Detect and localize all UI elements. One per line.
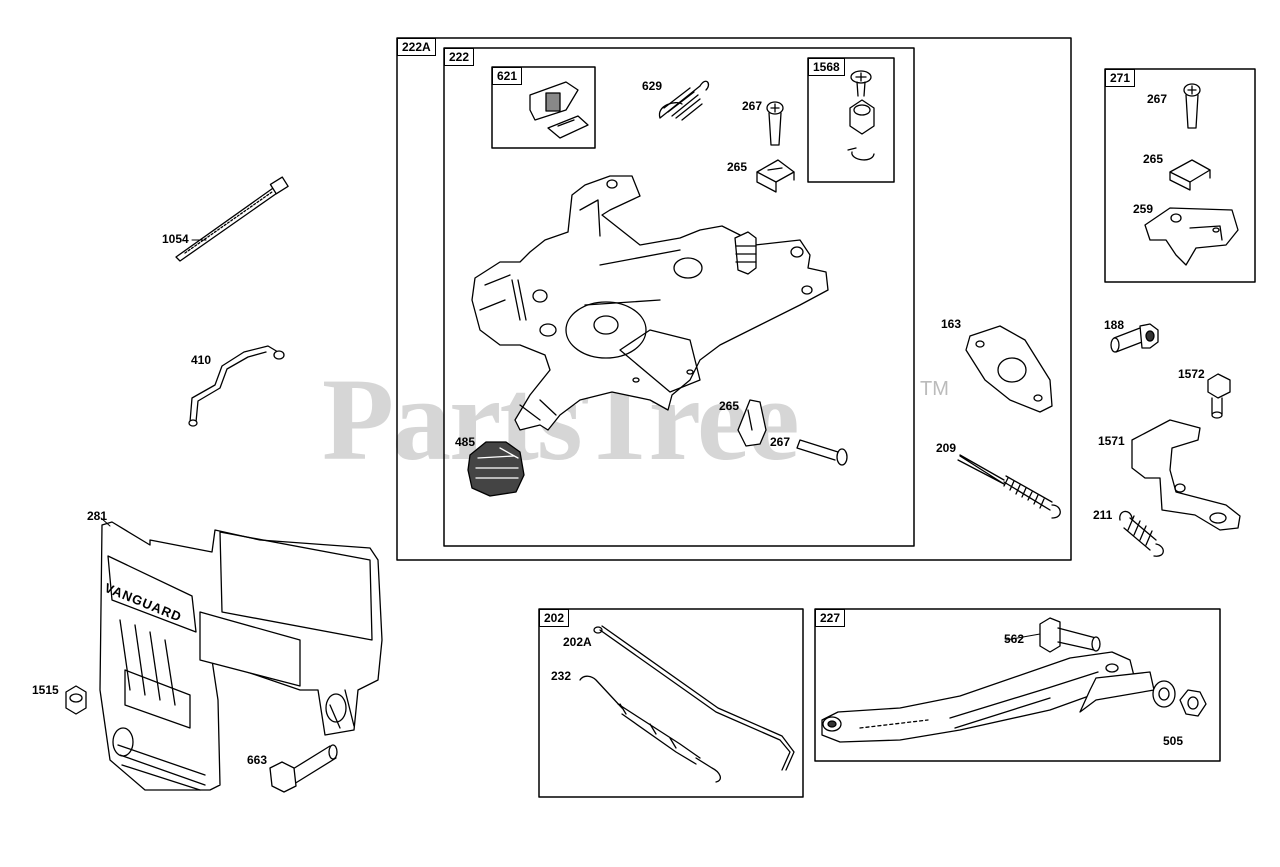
- part-label-1571[interactable]: 1571: [1098, 434, 1125, 448]
- screw-part[interactable]: [1183, 83, 1201, 129]
- pin-part[interactable]: [1039, 617, 1101, 653]
- part-label-1054[interactable]: 1054: [162, 232, 189, 246]
- nut-part[interactable]: [1179, 689, 1207, 717]
- retainer-part[interactable]: [737, 399, 767, 447]
- group-label-202[interactable]: 202: [539, 609, 570, 627]
- group-label-1568[interactable]: 1568: [808, 58, 845, 76]
- nut-part[interactable]: [65, 685, 87, 715]
- part-label-267[interactable]: 267: [1147, 92, 1168, 106]
- part-label-265[interactable]: 265: [719, 399, 740, 413]
- part-label-202A[interactable]: 202A: [563, 635, 592, 649]
- bolt-part[interactable]: [269, 744, 338, 793]
- screw-part[interactable]: [796, 439, 848, 466]
- part-label-211[interactable]: 211: [1093, 508, 1113, 522]
- spring-part[interactable]: [658, 80, 710, 121]
- link-bracket-part[interactable]: [1131, 419, 1241, 531]
- part-label-629[interactable]: 629: [642, 79, 663, 93]
- group-label-621[interactable]: 621: [492, 67, 523, 85]
- trademark-symbol: TM: [920, 378, 949, 400]
- governor-rod-part[interactable]: [593, 625, 795, 771]
- group-label-222[interactable]: 222: [444, 48, 475, 66]
- part-label-265[interactable]: 265: [1143, 152, 1164, 166]
- washer-part[interactable]: [1152, 680, 1176, 708]
- spring-part[interactable]: [957, 454, 1061, 519]
- screw-nut-assembly-part[interactable]: [847, 70, 875, 161]
- part-label-259[interactable]: 259: [1133, 202, 1154, 216]
- part-label-485[interactable]: 485: [455, 435, 476, 449]
- part-label-562[interactable]: 562: [1004, 632, 1025, 646]
- link-rod-part[interactable]: [188, 345, 285, 427]
- control-lever-part[interactable]: [821, 651, 1155, 743]
- part-label-267[interactable]: 267: [742, 99, 763, 113]
- part-label-505[interactable]: 505: [1163, 734, 1184, 748]
- group-label-271[interactable]: 271: [1105, 69, 1136, 87]
- part-label-281[interactable]: 281: [87, 509, 108, 523]
- part-label-410[interactable]: 410: [191, 353, 212, 367]
- part-label-232[interactable]: 232: [551, 669, 572, 683]
- screw-part[interactable]: [1110, 323, 1159, 353]
- retainer-part[interactable]: [1169, 159, 1211, 191]
- part-label-188[interactable]: 188: [1104, 318, 1125, 332]
- part-label-1572[interactable]: 1572: [1178, 367, 1205, 381]
- screw-part[interactable]: [766, 101, 784, 146]
- screw-part[interactable]: [1207, 373, 1231, 419]
- governor-link-part[interactable]: [579, 675, 721, 783]
- group-label-227[interactable]: 227: [815, 609, 846, 627]
- retainer-part[interactable]: [756, 159, 795, 193]
- part-label-209[interactable]: 209: [936, 441, 957, 455]
- cable-tie-part[interactable]: [175, 176, 289, 262]
- bracket-part[interactable]: [1144, 207, 1239, 266]
- part-label-267[interactable]: 267: [770, 435, 791, 449]
- engine-cover-part[interactable]: [99, 521, 383, 791]
- clip-part[interactable]: [529, 81, 589, 139]
- governor-bracket-part[interactable]: [471, 175, 829, 431]
- part-label-163[interactable]: 163: [941, 317, 962, 331]
- spring-part[interactable]: [1119, 510, 1164, 557]
- group-label-222A[interactable]: 222A: [397, 38, 436, 56]
- part-label-265[interactable]: 265: [727, 160, 748, 174]
- gasket-part[interactable]: [965, 325, 1053, 413]
- boot-part[interactable]: [467, 441, 525, 497]
- part-label-663[interactable]: 663: [247, 753, 268, 767]
- part-label-1515[interactable]: 1515: [32, 683, 59, 697]
